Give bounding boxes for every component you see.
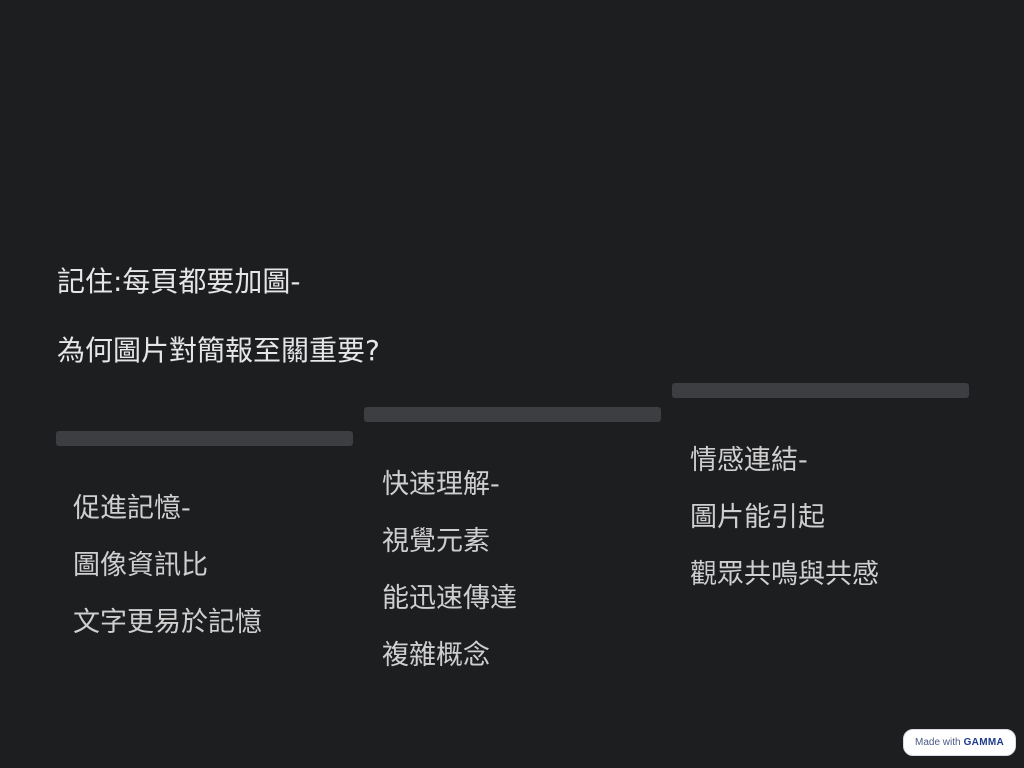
card-text: 促進記憶- 圖像資訊比 文字更易於記憶 <box>56 480 353 651</box>
badge-prefix: Made with <box>915 737 961 748</box>
card-quick-understanding: 快速理解- 視覺元素 能迅速傳達 複雜概念 <box>364 407 661 684</box>
card-emotional-connection: 情感連結- 圖片能引起 觀眾共鳴與共感 <box>672 383 969 603</box>
made-with-gamma-badge[interactable]: Made with GAMMA <box>903 729 1016 756</box>
card-line: 觀眾共鳴與共感 <box>690 559 879 590</box>
card-line: 視覺元素 <box>382 526 490 557</box>
slide-title: 記住:每頁都要加圖- <box>57 265 301 298</box>
card-line: 文字更易於記憶 <box>73 607 262 638</box>
card-line: 複雜概念 <box>382 640 490 671</box>
gamma-logo-text: GAMMA <box>963 737 1004 748</box>
card-text: 情感連結- 圖片能引起 觀眾共鳴與共感 <box>672 432 969 603</box>
card-accent-bar <box>364 407 661 422</box>
card-text: 快速理解- 視覺元素 能迅速傳達 複雜概念 <box>364 456 661 684</box>
card-line: 圖像資訊比 <box>73 550 208 581</box>
card-accent-bar <box>672 383 969 398</box>
card-line: 能迅速傳達 <box>382 583 517 614</box>
card-line: 快速理解- <box>382 469 500 500</box>
card-memory: 促進記憶- 圖像資訊比 文字更易於記憶 <box>56 431 353 651</box>
card-line: 情感連結- <box>690 445 808 476</box>
card-accent-bar <box>56 431 353 446</box>
slide-subtitle: 為何圖片對簡報至關重要? <box>57 334 380 367</box>
card-line: 促進記憶- <box>73 493 191 524</box>
card-line: 圖片能引起 <box>690 502 825 533</box>
